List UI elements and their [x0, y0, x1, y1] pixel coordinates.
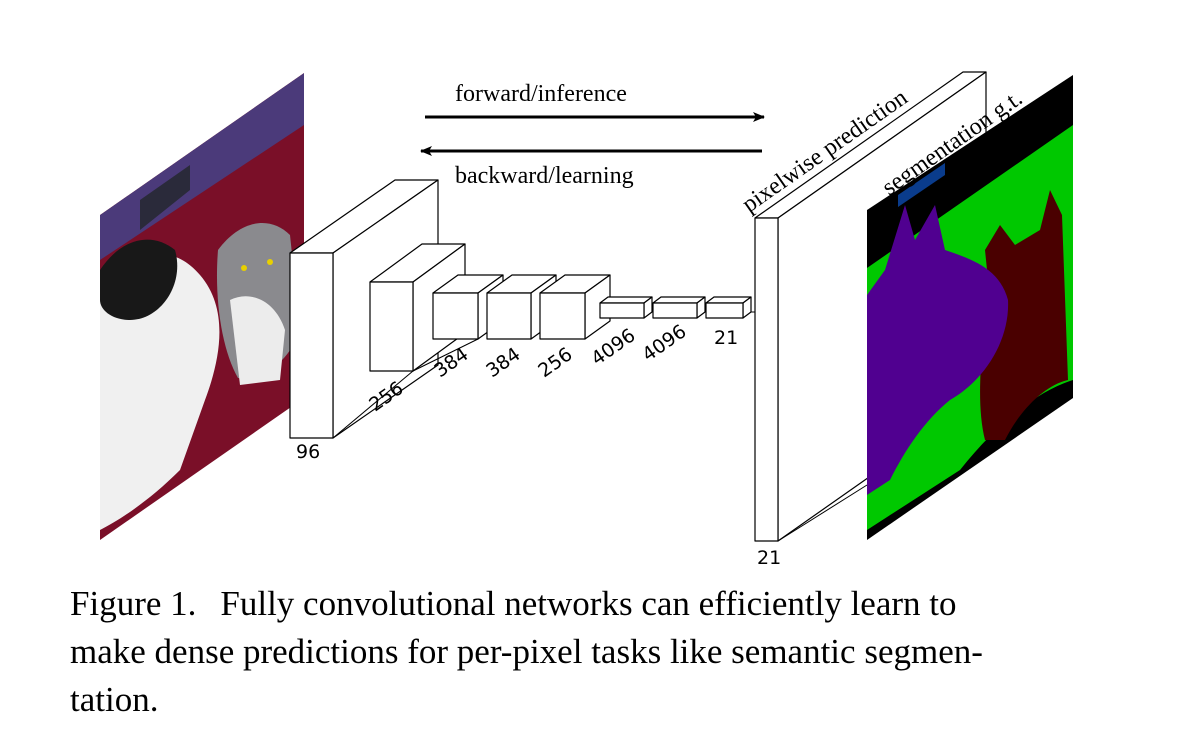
caption-line-2: make dense predictions for per-pixel tas…	[70, 632, 983, 671]
layer-label-4: 384	[482, 343, 524, 382]
forward-label: forward/inference	[455, 81, 627, 107]
prediction-size-label: 21	[757, 547, 781, 569]
backward-label: backward/learning	[455, 163, 634, 189]
connector-lines	[332, 311, 868, 542]
caption-line-3: tation.	[70, 680, 159, 719]
layer-label-5: 256	[534, 343, 576, 382]
input-image	[100, 73, 304, 540]
figure-caption: Figure 1. Fully convolutional networks ca…	[70, 580, 1130, 724]
gt-tag	[898, 163, 945, 207]
cat-segment	[980, 190, 1068, 440]
layer-block-7	[652, 296, 706, 319]
layer-block-6	[599, 296, 653, 319]
fcn-diagram: forward/inference backward/learning pixe…	[100, 71, 1073, 569]
segmentation-gt-image	[867, 75, 1073, 540]
layer-label-1: 96	[296, 441, 320, 463]
dog-body	[100, 254, 220, 530]
layer-label-8: 21	[714, 327, 738, 349]
layer-label-7: 4096	[638, 320, 690, 366]
direction-arrows: forward/inference backward/learning	[420, 81, 765, 189]
layer-block-5	[539, 274, 611, 340]
figure-number: Figure 1.	[70, 584, 197, 623]
caption-line-1: Figure 1. Fully convolutional networks ca…	[70, 580, 1130, 628]
layer-block-8	[705, 296, 752, 319]
caption-text-1: Fully convolutional networks can efficie…	[220, 584, 957, 623]
dog-head	[100, 239, 178, 320]
cat-chest	[230, 296, 285, 385]
dog-segment	[867, 205, 1009, 495]
